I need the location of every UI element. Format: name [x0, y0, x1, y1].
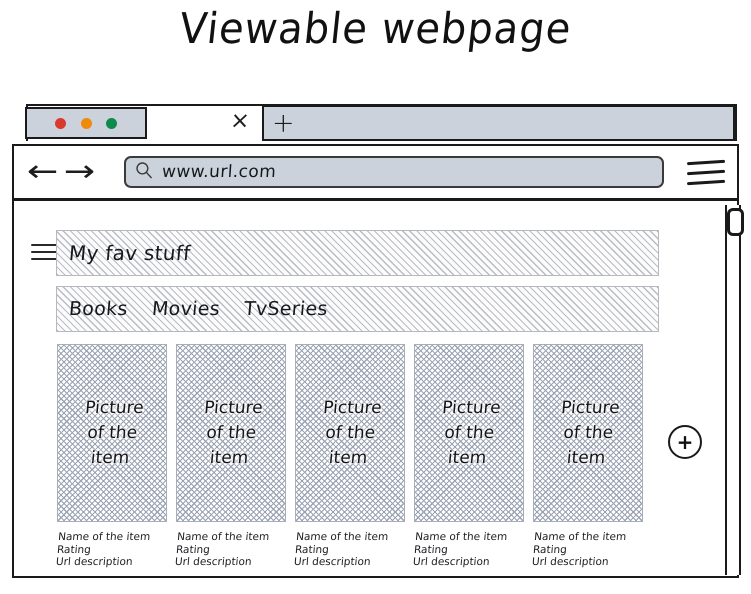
browser-tab-strip: × + — [12, 100, 739, 142]
item-thumbnail[interactable]: Picture of the item — [57, 344, 167, 522]
hamburger-line — [31, 258, 59, 261]
item-thumbnail-label: Picture of the item — [441, 397, 502, 468]
item-url-description: Url description — [55, 556, 134, 568]
browser-menu-icon[interactable] — [686, 159, 726, 186]
item-url-description: Url description — [531, 556, 610, 568]
address-bar[interactable]: www.url.com — [124, 156, 664, 188]
window-controls — [25, 107, 147, 139]
item-caption: Name of the item Rating Url description — [55, 531, 168, 569]
item-card[interactable]: Picture of the item Name of the item Rat… — [174, 344, 287, 569]
item-card-row: Picture of the item Name of the item Rat… — [55, 344, 717, 568]
item-caption: Name of the item Rating Url description — [174, 531, 287, 569]
item-rating: Rating — [56, 543, 92, 556]
item-thumbnail-label: Picture of the item — [322, 397, 383, 468]
item-url-description: Url description — [293, 556, 372, 568]
nav-arrow-group: ← → — [26, 154, 96, 190]
hamburger-line — [686, 159, 726, 165]
add-item-button[interactable]: + — [668, 425, 702, 459]
item-card[interactable]: Picture of the item Name of the item Rat… — [293, 344, 406, 569]
hamburger-line — [686, 169, 726, 175]
nav-tab-books[interactable]: Books — [68, 298, 129, 320]
page-scrollbar-thumb[interactable] — [727, 208, 744, 236]
nav-tab-tvseries[interactable]: TvSeries — [242, 298, 329, 320]
item-caption: Name of the item Rating Url description — [531, 531, 644, 569]
nav-tab-movies[interactable]: Movies — [150, 298, 221, 320]
item-card[interactable]: Picture of the item Name of the item Rat… — [55, 344, 168, 569]
page-menu-icon[interactable] — [31, 244, 59, 262]
new-tab-button[interactable]: + — [262, 105, 735, 141]
hamburger-line — [686, 179, 726, 185]
item-thumbnail-label: Picture of the item — [203, 397, 264, 468]
page-nav-bar: Books Movies TvSeries — [56, 286, 659, 332]
item-card[interactable]: Picture of the item Name of the item Rat… — [531, 344, 644, 569]
item-name: Name of the item — [176, 531, 270, 543]
item-url-description: Url description — [412, 556, 491, 568]
item-caption: Name of the item Rating Url description — [293, 531, 406, 569]
maximize-dot-icon[interactable] — [105, 117, 117, 129]
item-rating: Rating — [532, 543, 568, 556]
page-header-bar: My fav stuff — [56, 230, 659, 276]
item-name: Name of the item — [57, 531, 151, 543]
item-rating: Rating — [294, 543, 330, 556]
item-url-description: Url description — [174, 556, 253, 568]
browser-navigation-bar: ← → www.url.com — [12, 144, 739, 200]
item-thumbnail-label: Picture of the item — [560, 397, 621, 468]
item-thumbnail[interactable]: Picture of the item — [533, 344, 643, 522]
item-name: Name of the item — [414, 531, 508, 543]
address-bar-text: www.url.com — [161, 162, 277, 182]
item-name: Name of the item — [533, 531, 627, 543]
item-rating: Rating — [175, 543, 211, 556]
page-scrollbar-track[interactable] — [725, 205, 741, 575]
item-name: Name of the item — [295, 531, 389, 543]
page-header-title: My fav stuff — [67, 241, 192, 265]
close-dot-icon[interactable] — [55, 117, 67, 129]
minimize-dot-icon[interactable] — [80, 117, 92, 129]
item-card[interactable]: Picture of the item Name of the item Rat… — [412, 344, 525, 569]
hamburger-line — [31, 244, 59, 247]
page-title: Viewable webpage — [176, 4, 574, 54]
hamburger-line — [31, 251, 59, 254]
browser-window: × + ← → www.url.com — [12, 100, 744, 578]
back-arrow-icon[interactable]: ← — [26, 154, 59, 189]
forward-arrow-icon[interactable]: → — [63, 154, 96, 189]
item-thumbnail[interactable]: Picture of the item — [414, 344, 524, 522]
item-thumbnail[interactable]: Picture of the item — [176, 344, 286, 522]
plus-icon: + — [272, 108, 295, 139]
item-rating: Rating — [413, 543, 449, 556]
close-tab-button[interactable]: × — [229, 108, 251, 134]
search-icon — [135, 161, 153, 183]
item-thumbnail[interactable]: Picture of the item — [295, 344, 405, 522]
item-caption: Name of the item Rating Url description — [412, 531, 525, 569]
item-thumbnail-label: Picture of the item — [84, 397, 145, 468]
